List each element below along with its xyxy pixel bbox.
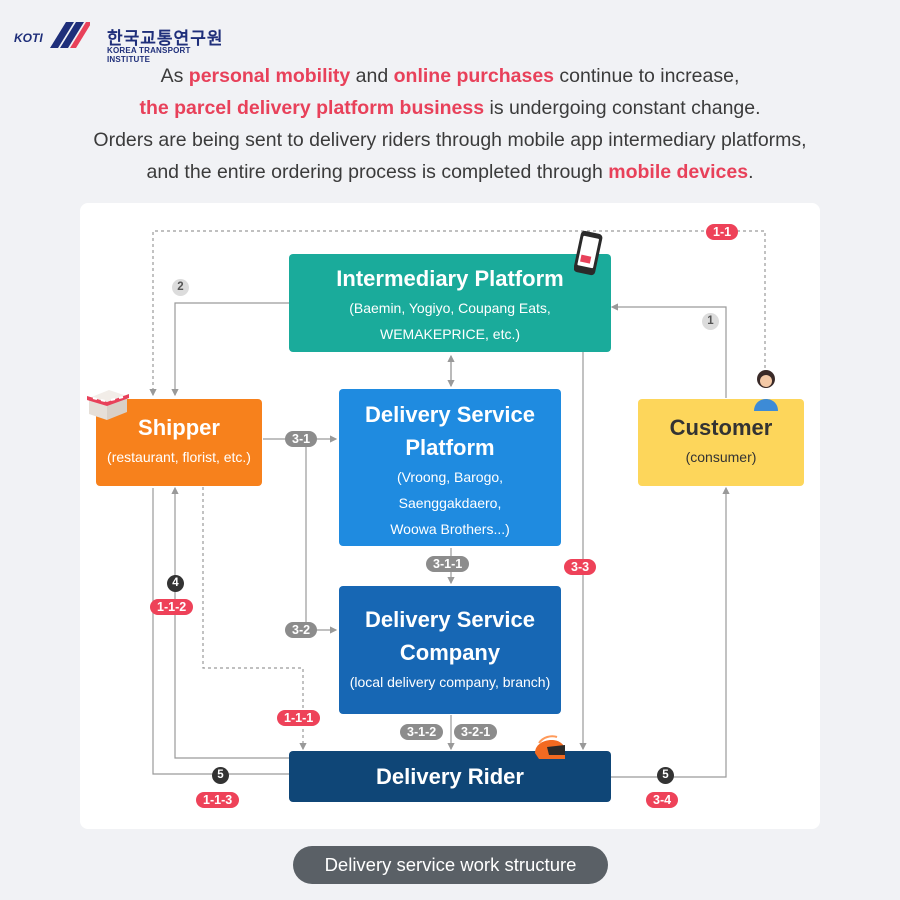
dscompany-title-line1: Delivery Service	[364, 607, 536, 632]
flow-2	[171, 302, 290, 397]
intro-highlight: the parcel delivery platform business	[139, 97, 485, 119]
intro-text-segment: As	[160, 65, 189, 87]
delivery-service-company-box: Delivery Service Company (local delivery…	[339, 586, 561, 714]
tag-1-1-3: 1-1-3	[196, 792, 240, 808]
tag-3-1-2: 3-1-2	[400, 724, 444, 740]
customer-title: Customer	[669, 415, 773, 440]
tag-1-1-2: 1-1-2	[150, 599, 194, 615]
dsplatform-title-line2: Platform	[405, 435, 495, 460]
helmet-icon	[535, 735, 565, 759]
logo-korean-name: 한국교통연구원	[107, 29, 224, 48]
step-1-badge: 1	[702, 313, 719, 330]
dsplatform-sub1: (Vroong, Barogo,	[396, 469, 504, 485]
intro-text: As personal mobility and online purchase…	[0, 60, 900, 188]
flow-5-left	[152, 488, 289, 775]
step-5-left-badge: 5	[212, 767, 229, 784]
step-2-badge: 2	[172, 279, 189, 296]
flow-5-right	[611, 486, 730, 778]
intermediary-platform-box: Intermediary Platform (Baemin, Yogiyo, C…	[289, 254, 611, 352]
dscompany-title-line2: Company	[399, 640, 501, 665]
intro-highlight: personal mobility	[188, 65, 351, 87]
intro-text-segment: Orders are being sent to delivery riders…	[93, 129, 807, 151]
diagram-caption: Delivery service work structure	[293, 846, 608, 884]
intro-text-segment: is undergoing constant change.	[484, 97, 761, 119]
shipper-sub: (restaurant, florist, etc.)	[107, 449, 251, 465]
dsplatform-sub3: Woowa Brothers...)	[390, 521, 510, 537]
intro-text-segment: and the entire ordering process is compl…	[146, 161, 609, 183]
step-4-badge: 4	[167, 575, 184, 592]
intermediary-platform-sub1: (Baemin, Yogiyo, Coupang Eats,	[349, 300, 551, 316]
dsplatform-sub2: Saenggakdaero,	[398, 495, 502, 511]
intro-line-1: As personal mobility and online purchase…	[0, 60, 900, 92]
shipper-title: Shipper	[138, 415, 220, 440]
flow-1-1	[149, 230, 766, 397]
logo-mark-text: KOTI	[14, 31, 43, 45]
shipper-box: Shipper (restaurant, florist, etc.)	[96, 399, 262, 486]
intermediary-platform-title: Intermediary Platform	[336, 266, 564, 291]
tag-1-1: 1-1	[706, 224, 739, 240]
intermediary-platform-sub2: WEMAKEPRICE, etc.)	[379, 326, 521, 342]
tag-3-4: 3-4	[646, 792, 679, 808]
delivery-service-platform-box: Delivery Service Platform (Vroong, Barog…	[339, 389, 561, 546]
delivery-rider-title: Delivery Rider	[376, 764, 524, 789]
tag-3-1-1: 3-1-1	[426, 556, 470, 572]
intro-line-2: the parcel delivery platform business is…	[0, 92, 900, 124]
flow-1	[610, 303, 727, 398]
logo-english-name: KOREA TRANSPORT INSTITUTE	[107, 46, 191, 64]
dsplatform-title-line1: Delivery Service	[364, 402, 536, 427]
store-icon	[87, 390, 129, 420]
flow-3-2	[305, 439, 338, 634]
tag-1-1-1: 1-1-1	[277, 710, 321, 726]
tag-3-2: 3-2	[285, 622, 318, 638]
person-icon	[754, 370, 778, 411]
intro-text-segment: continue to increase,	[554, 65, 740, 87]
intro-text-segment: .	[748, 161, 754, 183]
intro-highlight: mobile devices	[608, 161, 749, 183]
delivery-rider-box: Delivery Rider	[289, 751, 611, 802]
dscompany-sub: (local delivery company, branch)	[349, 674, 551, 690]
flow-1-1-1	[202, 487, 307, 751]
customer-box: Customer (consumer)	[638, 399, 804, 486]
tag-3-2-1: 3-2-1	[454, 724, 498, 740]
koti-logo: KOTI 한국교통연구원 KOREA TRANSPORT INSTITUTE	[14, 12, 234, 64]
customer-sub: (consumer)	[685, 449, 757, 465]
intro-line-3: Orders are being sent to delivery riders…	[0, 124, 900, 156]
koti-logo-mark-icon: KOTI	[14, 22, 90, 48]
step-5-right-badge: 5	[657, 767, 674, 784]
intro-text-segment: and	[350, 65, 394, 87]
tag-3-3: 3-3	[564, 559, 597, 575]
smartphone-icon	[574, 230, 603, 276]
tag-3-1: 3-1	[285, 431, 318, 447]
flow-4	[171, 486, 289, 759]
intro-highlight: online purchases	[393, 65, 555, 87]
intro-line-4: and the entire ordering process is compl…	[0, 156, 900, 188]
